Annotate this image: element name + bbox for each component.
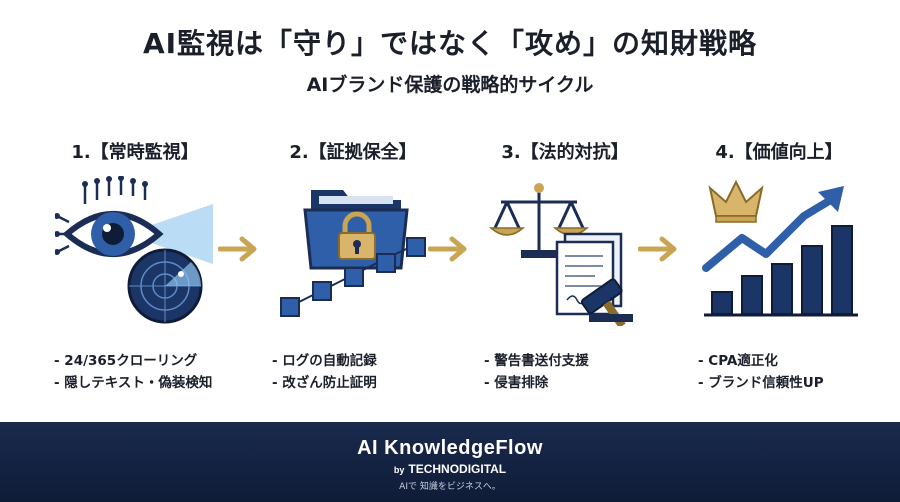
step-title: 4.【価値向上】 bbox=[715, 142, 843, 163]
step-value: 4.【価値向上】 - CPA適正化 - ブランド信頼性UP bbox=[684, 138, 874, 391]
step-bullets: - ログの自動記録 - 改ざん防止証明 bbox=[272, 350, 377, 394]
arrow-right-icon bbox=[218, 236, 257, 262]
step-bullets: - 24/365クローリング - 隠しテキスト・偽装検知 bbox=[54, 350, 212, 394]
bullet-item: - CPA適正化 bbox=[698, 353, 778, 369]
bullet-item: - 侵害排除 bbox=[484, 375, 549, 391]
arrow-right-icon bbox=[638, 236, 677, 262]
byline-prefix: by bbox=[393, 465, 405, 475]
bullet-item: - 24/365クローリング bbox=[54, 353, 198, 369]
step-evidence: 2.【証拠保全】 - ログの自動記録 - 改ざん防止証明 bbox=[258, 138, 448, 391]
crown-growth-chart-icon bbox=[702, 179, 858, 317]
bullet-item: - ログの自動記録 bbox=[272, 353, 377, 369]
step-title: 3.【法的対抗】 bbox=[501, 142, 629, 163]
page-subtitle: AIブランド保護の戦略的サイクル bbox=[306, 74, 594, 96]
bullet-item: - 改ざん防止証明 bbox=[272, 375, 377, 391]
step-legal: 3.【法的対抗】 - 警告書送付支援 - 侵害排除 bbox=[470, 138, 660, 391]
step-title: 1.【常時監視】 bbox=[71, 142, 199, 163]
step-title: 2.【証拠保全】 bbox=[289, 142, 417, 163]
arrow-right-icon bbox=[428, 236, 467, 262]
scales-gavel-icon bbox=[489, 183, 633, 326]
page-title: AI監視は「守り」ではなく「攻め」の知財戦略 bbox=[142, 27, 758, 60]
brand-name: AI KnowledgeFlow bbox=[357, 437, 543, 459]
step-monitoring: 1.【常時監視】 - 24/365クローリング - 隠しテキスト・偽装検知 bbox=[40, 138, 230, 391]
bullet-item: - ブランド信頼性UP bbox=[698, 375, 824, 391]
bullet-item: - 警告書送付支援 bbox=[484, 353, 589, 369]
tagline: AIで 知識をビジネスへ。 bbox=[399, 482, 501, 492]
step-bullets: - CPA適正化 - ブランド信頼性UP bbox=[698, 350, 824, 394]
company-name: TECHNODIGITAL bbox=[408, 462, 507, 476]
step-bullets: - 警告書送付支援 - 侵害排除 bbox=[484, 350, 589, 394]
folder-lock-chain-icon bbox=[280, 190, 426, 317]
bullet-item: - 隠しテキスト・偽装検知 bbox=[54, 375, 213, 391]
eye-radar-icon bbox=[55, 176, 213, 324]
